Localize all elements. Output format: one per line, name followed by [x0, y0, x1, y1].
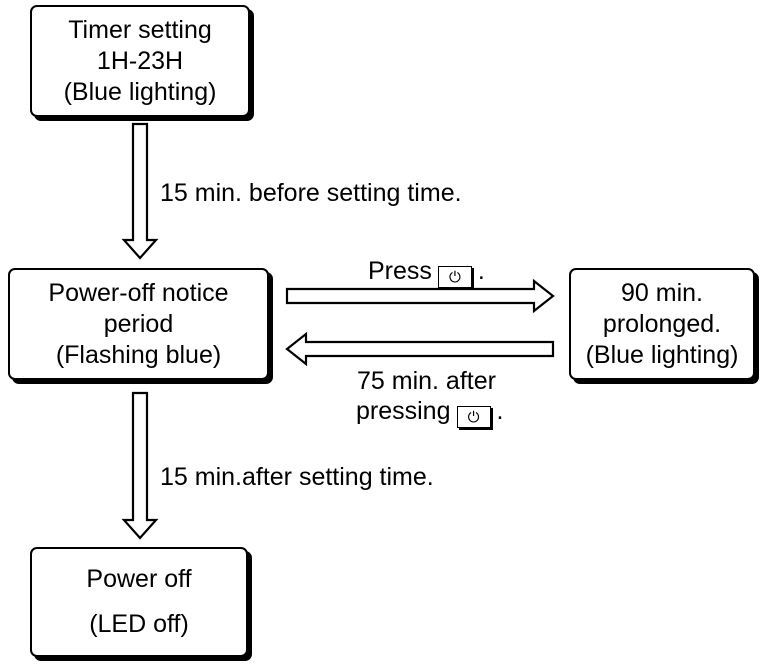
pressing-text: pressing [356, 397, 451, 425]
notice-line3: (Flashing blue) [55, 340, 222, 369]
power-button-icon: ⏻ [456, 406, 491, 428]
prolonged-line3: (Blue lighting) [585, 340, 739, 369]
prolonged-line1: 90 min. [621, 278, 703, 307]
power-off-box: Power off (LED off) [30, 547, 248, 657]
timer-setting-line2: 1H-23H [96, 46, 184, 75]
label-pressing: pressing⏻. [356, 396, 503, 428]
poweroff-line1: Power off [86, 565, 192, 593]
notice-line2: period [103, 309, 174, 338]
press-text: Press [368, 257, 432, 285]
arrow-left-prolonged-to-notice [285, 331, 555, 367]
label-75-min-after: 75 min. after [357, 367, 496, 395]
prolonged-box: 90 min. prolonged. (Blue lighting) [569, 268, 755, 380]
arrow-right-notice-to-prolonged [285, 278, 555, 314]
arrow-down-notice-to-poweroff [121, 391, 159, 540]
arrow-down-timer-to-notice [121, 122, 159, 260]
label-before-setting-time: 15 min. before setting time. [160, 179, 462, 207]
timer-setting-box: Timer setting 1H-23H (Blue lighting) [30, 5, 250, 117]
label-press: Press⏻. [368, 256, 485, 288]
notice-line1: Power-off notice [48, 278, 229, 307]
timer-setting-line1: Timer setting [68, 15, 212, 44]
label-after-setting-time: 15 min.after setting time. [160, 463, 434, 491]
prolonged-line2: prolonged. [602, 309, 722, 338]
press-period: . [477, 257, 485, 285]
power-button-icon: ⏻ [437, 266, 472, 288]
pressing-period: . [496, 397, 504, 425]
power-off-notice-box: Power-off notice period (Flashing blue) [8, 268, 269, 380]
poweroff-line2: (LED off) [89, 610, 189, 638]
timer-setting-line3: (Blue lighting) [63, 77, 217, 106]
